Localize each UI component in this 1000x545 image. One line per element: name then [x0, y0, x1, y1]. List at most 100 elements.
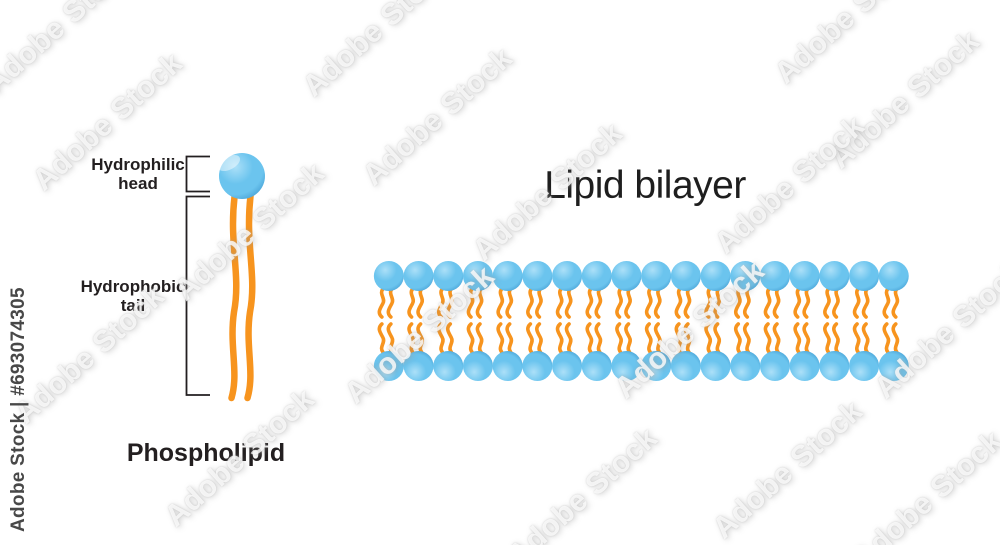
- lipid-tail: [436, 322, 445, 354]
- bilayer-lipid-top: [641, 261, 672, 319]
- lipid-tail: [861, 287, 870, 319]
- lipid-tail: [564, 287, 573, 319]
- bilayer-lipid-bottom: [403, 322, 434, 381]
- lipid-tail: [445, 287, 454, 319]
- lipid-tail: [763, 322, 772, 354]
- bilayer-lipid-bottom: [433, 322, 464, 381]
- lipid-head: [581, 351, 612, 381]
- lipid-tail: [377, 322, 386, 354]
- lipid-bilayer-diagram: [373, 261, 909, 381]
- lipid-tail: [832, 322, 840, 354]
- bilayer-lipid-bottom: [581, 322, 612, 381]
- lipid-head: [789, 261, 820, 291]
- lipid-tail: [852, 322, 861, 354]
- bilayer-lipid-bottom: [789, 322, 820, 381]
- lipid-tail: [564, 322, 573, 354]
- bilayer-lipid-top: [819, 261, 850, 319]
- lipid-tail: [445, 322, 454, 354]
- lipid-head: [700, 351, 731, 381]
- lipid-tail: [386, 287, 395, 319]
- bilayer-lipid-bottom: [373, 322, 404, 381]
- lipid-tail: [852, 287, 861, 319]
- lipid-head: [759, 351, 790, 381]
- bilayer-lipid-bottom: [878, 322, 909, 381]
- bilayer-lipid-bottom: [670, 322, 701, 381]
- lipid-head: [522, 261, 553, 291]
- lipid-head: [670, 351, 701, 381]
- lipid-tail: [615, 287, 623, 319]
- bilayer-lipid-bottom: [641, 322, 672, 381]
- bilayer-lipid-top: [581, 261, 612, 319]
- stock-credit-watermark: Adobe Stock | #693074305: [8, 287, 29, 532]
- lipid-tail: [466, 322, 475, 354]
- lipid-tail: [733, 322, 742, 354]
- bilayer-lipid-top: [462, 261, 493, 319]
- bilayer-lipid-bottom: [611, 322, 642, 381]
- lipid-tail: [802, 287, 811, 319]
- lipid-tail: [475, 322, 484, 354]
- bilayer-lipid-top: [878, 261, 909, 319]
- phospholipid-diagram: [217, 153, 265, 402]
- lipid-head: [611, 261, 642, 291]
- lipid-tail: [555, 322, 564, 354]
- lipid-head: [492, 261, 523, 291]
- lipid-tail: [683, 287, 692, 319]
- lipid-tail: [505, 287, 514, 319]
- hydrophilic-head-label: Hydrophilic head: [91, 155, 185, 193]
- lipid-tail: [733, 287, 742, 319]
- lipid-head: [373, 351, 404, 381]
- bilayer-lipid-bottom: [492, 322, 523, 381]
- lipid-tail: [407, 322, 416, 354]
- bilayer-lipid-top: [433, 261, 464, 319]
- lipid-head: [789, 351, 820, 381]
- hydrophobic-tail-label: Hydrophobic tail: [80, 277, 186, 315]
- lipid-tail: [704, 322, 713, 354]
- lipid-head: [552, 351, 583, 381]
- lipid-tail: [742, 287, 751, 319]
- lipid-head: [373, 261, 404, 291]
- bilayer-lipid-top: [403, 261, 434, 319]
- lipid-tail: [624, 287, 632, 319]
- lipid-tail: [436, 287, 445, 319]
- bilayer-lipid-bottom: [730, 322, 761, 381]
- lipid-head: [462, 351, 493, 381]
- lipid-tail: [585, 287, 594, 319]
- lipid-tail: [615, 322, 623, 354]
- lipid-tail: [416, 322, 425, 354]
- bilayer-lipid-top: [492, 261, 523, 319]
- lipid-tail: [742, 322, 751, 354]
- lipid-tail: [407, 287, 416, 319]
- lipid-tail: [526, 287, 534, 319]
- lipid-head: [670, 261, 701, 291]
- bilayer-lipid-bottom: [700, 322, 731, 381]
- lipid-head: [403, 261, 434, 291]
- lipid-head: [581, 261, 612, 291]
- lipid-tail: [644, 322, 653, 354]
- phospholipid-label: Phospholipid: [126, 439, 286, 467]
- lipid-head: [878, 351, 909, 381]
- bilayer-lipid-top: [759, 261, 790, 319]
- lipid-tail: [713, 322, 722, 354]
- lipid-tail: [585, 322, 594, 354]
- lipid-head: [611, 351, 642, 381]
- diagram-title: Lipid bilayer: [544, 164, 746, 207]
- lipid-head: [849, 261, 880, 291]
- phospholipid-tail: [244, 192, 256, 402]
- hydrophobic-tail-bracket: [185, 195, 210, 396]
- bilayer-lipid-top: [611, 261, 642, 319]
- bilayer-lipid-top: [522, 261, 553, 319]
- bilayer-lipid-top: [552, 261, 583, 319]
- lipid-head: [641, 351, 672, 381]
- lipid-tail: [891, 322, 900, 354]
- hydrophilic-head-bracket: [185, 155, 210, 193]
- bilayer-lipid-top: [730, 261, 761, 319]
- lipid-tail: [891, 287, 900, 319]
- lipid-tail: [466, 287, 475, 319]
- lipid-tail: [594, 322, 603, 354]
- lipid-head: [759, 261, 790, 291]
- lipid-tail: [624, 322, 632, 354]
- lipid-tail: [377, 287, 386, 319]
- lipid-tail: [386, 322, 395, 354]
- bilayer-lipid-bottom: [819, 322, 850, 381]
